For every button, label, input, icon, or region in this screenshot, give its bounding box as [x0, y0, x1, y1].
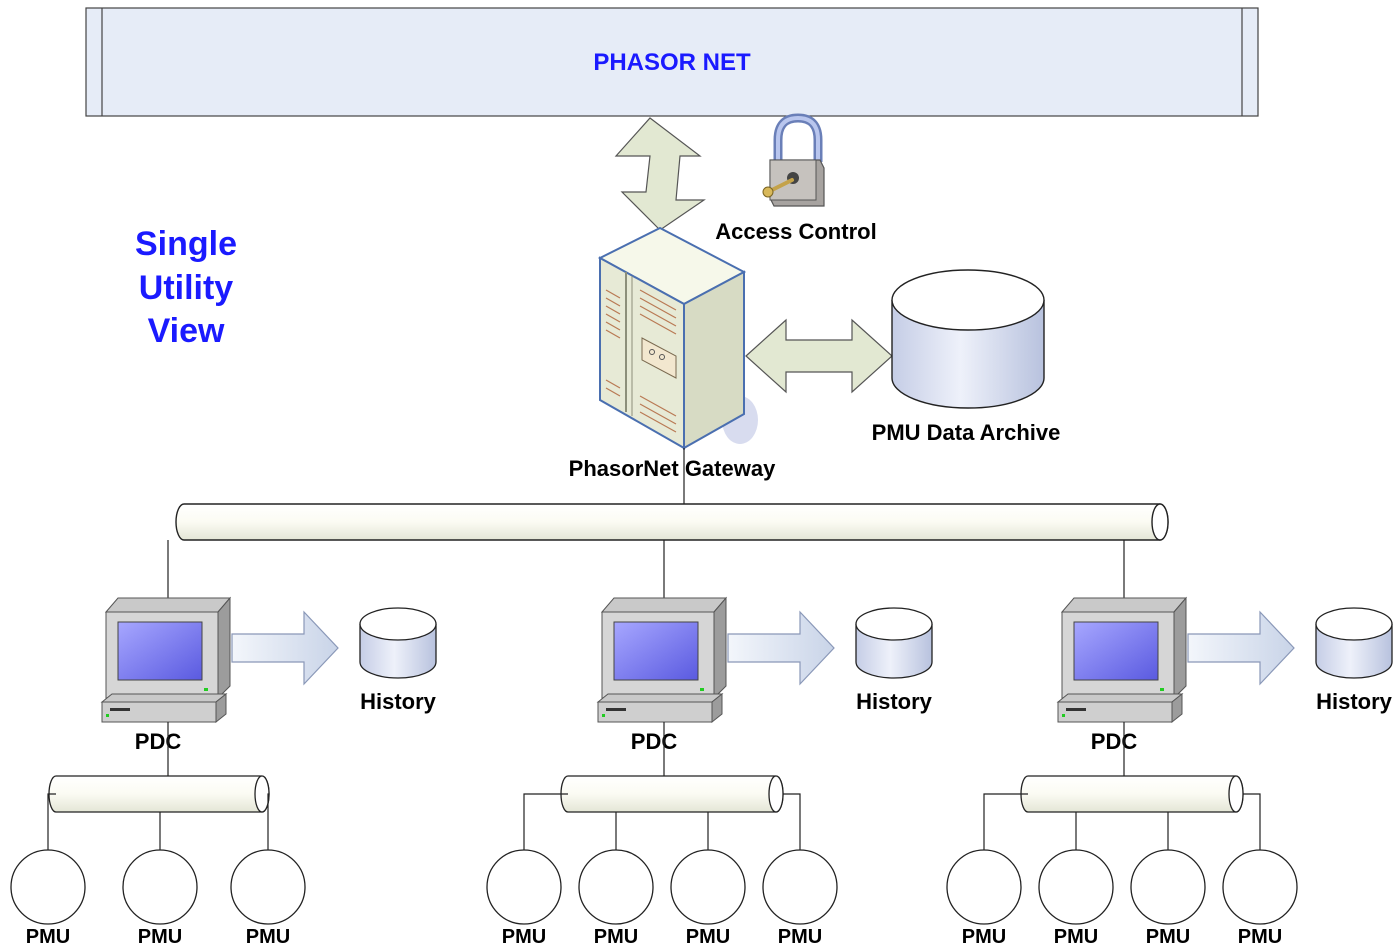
pmu-label: PMU: [962, 926, 1006, 948]
pmu-label: PMU: [778, 926, 822, 948]
pmu-label: PMU: [594, 926, 638, 948]
pmu-label: PMU: [1054, 926, 1098, 948]
view-label: Single Utility View: [135, 225, 237, 350]
view-label-line-1: Single: [135, 225, 237, 263]
gateway-server-icon: [597, 226, 758, 450]
pmu-label: PMU: [502, 926, 546, 948]
pdc-history-arrow: [727, 610, 835, 686]
pdc-computer-icon: [596, 596, 728, 724]
pmu-circle: [762, 849, 838, 925]
view-label-line-2: Utility: [139, 269, 234, 307]
pmu-node: PMU: [122, 812, 198, 948]
lock-icon: [762, 113, 825, 207]
pmu-node: PMU: [578, 812, 654, 948]
history-database-icon: [855, 607, 933, 679]
pmu-bus: [560, 775, 784, 813]
pmu-node: PMU: [670, 812, 746, 948]
archive-label: PMU Data Archive: [872, 420, 1061, 445]
pdc-history-arrow: [231, 610, 339, 686]
pmu-label: PMU: [686, 926, 730, 948]
pmu-node: PMU: [762, 793, 838, 948]
pmu-circle: [1130, 849, 1206, 925]
history-database-icon: [1315, 607, 1393, 679]
pdc-history-arrow: [1187, 610, 1295, 686]
pmu-circle: [10, 849, 86, 925]
pmu-bus: [1020, 775, 1244, 813]
pmu-label: PMU: [1238, 926, 1282, 948]
pmu-node: PMU: [10, 793, 86, 948]
history-database-icon: [359, 607, 437, 679]
pmu-circle: [122, 849, 198, 925]
pmu-node: PMU: [946, 793, 1028, 948]
access-control-label: Access Control: [715, 219, 876, 244]
pmu-label: PMU: [1146, 926, 1190, 948]
pdc-label: PDC: [631, 729, 678, 754]
banner-title: PHASOR NET: [593, 49, 751, 76]
view-label-line-3: View: [148, 312, 225, 350]
pmu-label: PMU: [246, 926, 290, 948]
pmu-circle: [1222, 849, 1298, 925]
pmu-circle: [1038, 849, 1114, 925]
pmu-node: PMU: [1130, 812, 1206, 948]
pdc-computer-icon: [1056, 596, 1188, 724]
main-bus: [175, 503, 1169, 541]
phasor-net-banner: PHASOR NET: [85, 7, 1259, 117]
banner-gateway-arrow-shape: [614, 117, 706, 231]
pmu-node: PMU: [486, 793, 568, 948]
pmu-label: PMU: [26, 926, 70, 948]
pmu-node: PMU: [1038, 812, 1114, 948]
pmu-node: PMU: [230, 793, 306, 948]
pmu-circle: [578, 849, 654, 925]
pmu-circle: [486, 849, 562, 925]
history-label: History: [856, 689, 933, 714]
pdc-label: PDC: [135, 729, 182, 754]
pmu-circle: [946, 849, 1022, 925]
pmu-label: PMU: [138, 926, 182, 948]
history-label: History: [360, 689, 437, 714]
pmu-node: PMU: [1222, 793, 1298, 948]
archive-database-icon: [891, 269, 1045, 409]
gateway-archive-double-arrow: [745, 318, 893, 394]
pdc-computer-icon: [100, 596, 232, 724]
pmu-circle: [670, 849, 746, 925]
history-label: History: [1316, 689, 1393, 714]
gateway-label: PhasorNet Gateway: [569, 456, 776, 481]
pmu-bus: [48, 775, 270, 813]
pdc-label: PDC: [1091, 729, 1138, 754]
pmu-circle: [230, 849, 306, 925]
